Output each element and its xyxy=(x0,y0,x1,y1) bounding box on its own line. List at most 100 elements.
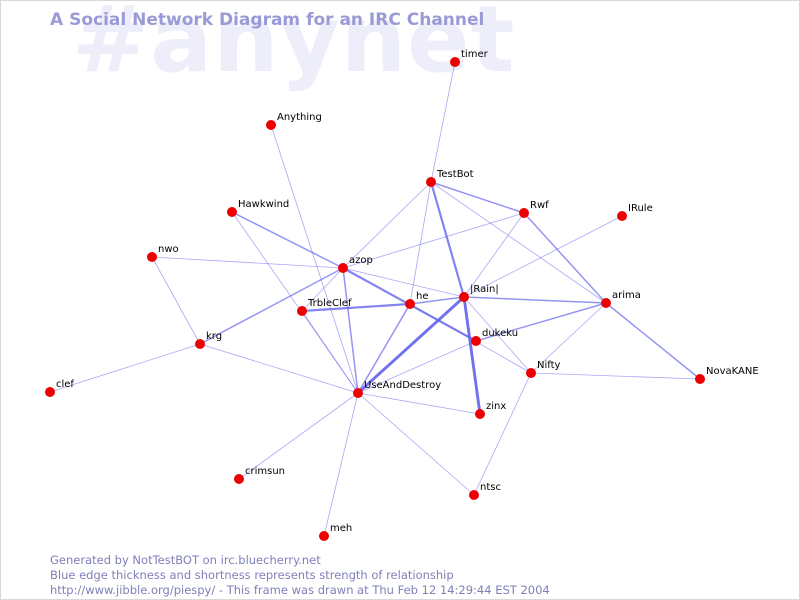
node-novakane[interactable]: NovaKANE xyxy=(695,366,759,384)
node-dot[interactable] xyxy=(297,306,307,316)
node-label: krg xyxy=(206,331,222,342)
node-krg[interactable]: krg xyxy=(195,331,222,349)
node-useanddestroy[interactable]: UseAndDestroy xyxy=(353,380,441,398)
node-dot[interactable] xyxy=(695,374,705,384)
edge-useanddestroy-zinx xyxy=(357,392,481,415)
edge-rwf-arima xyxy=(523,212,607,304)
node-dot[interactable] xyxy=(617,211,627,221)
edge-testbot-azop xyxy=(342,181,432,269)
edge-testbot-he xyxy=(409,181,432,305)
node-dot[interactable] xyxy=(227,207,237,217)
node-rwf[interactable]: Rwf xyxy=(519,200,549,218)
node-label: IRule xyxy=(628,203,653,214)
node-irule[interactable]: IRule xyxy=(617,203,653,221)
edge-testbot-rain xyxy=(429,181,466,298)
edge-testbot-rwf xyxy=(430,181,525,214)
edge-azop-krg xyxy=(199,267,344,345)
edge-azop-rain xyxy=(342,267,465,298)
node-azop[interactable]: azop xyxy=(338,255,373,273)
node-dot[interactable] xyxy=(526,368,536,378)
node-label: Hawkwind xyxy=(238,199,289,210)
node-label: TestBot xyxy=(436,169,474,180)
node-testbot[interactable]: TestBot xyxy=(426,169,474,187)
node-dot[interactable] xyxy=(469,490,479,500)
edge-useanddestroy-meh xyxy=(323,392,359,537)
edge-testbot-arima xyxy=(430,181,607,304)
edge-anything-useanddestroy xyxy=(270,124,359,394)
edge-layer xyxy=(49,61,701,537)
edge-trbleclef-useanddestroy xyxy=(301,310,359,394)
footer-legend: Blue edge thickness and shortness repres… xyxy=(50,568,454,582)
node-clef[interactable]: clef xyxy=(45,379,74,397)
node-dot[interactable] xyxy=(353,388,363,398)
node-dot[interactable] xyxy=(519,208,529,218)
edge-rain-he xyxy=(409,296,465,305)
node-dot[interactable] xyxy=(266,120,276,130)
node-label: Anything xyxy=(277,112,322,123)
node-anything[interactable]: Anything xyxy=(266,112,322,130)
node-dot[interactable] xyxy=(450,57,460,67)
edge-nifty-ntsc xyxy=(473,372,532,496)
node-hawkwind[interactable]: Hawkwind xyxy=(227,199,289,217)
node-nifty[interactable]: Nifty xyxy=(526,360,561,378)
node-dot[interactable] xyxy=(459,292,469,302)
edge-nwo-azop xyxy=(151,256,344,269)
edge-krg-clef xyxy=(49,343,201,393)
edge-arima-novakane xyxy=(605,302,701,380)
edge-he-nifty xyxy=(409,303,532,374)
node-dukeku[interactable]: dukeku xyxy=(471,328,518,346)
node-label: arima xyxy=(612,290,641,301)
node-label: |Rain| xyxy=(470,284,499,295)
node-dot[interactable] xyxy=(601,298,611,308)
node-dot[interactable] xyxy=(338,263,348,273)
edge-krg-useanddestroy xyxy=(199,343,359,394)
edge-timer-testbot xyxy=(430,61,456,183)
edge-irule-rain xyxy=(463,215,623,298)
node-arima[interactable]: arima xyxy=(601,290,641,308)
node-trbleclef[interactable]: TrbleClef xyxy=(297,298,352,316)
node-dot[interactable] xyxy=(45,387,55,397)
edge-arima-nifty xyxy=(530,302,607,374)
node-label: UseAndDestroy xyxy=(364,380,441,391)
node-ntsc[interactable]: ntsc xyxy=(469,482,501,500)
node-dot[interactable] xyxy=(475,409,485,419)
node-label: nwo xyxy=(158,244,179,255)
edge-rain-arima xyxy=(463,296,607,304)
node-label: dukeku xyxy=(482,328,518,339)
node-dot[interactable] xyxy=(147,252,157,262)
node-label: timer xyxy=(461,49,489,60)
edge-rain-zinx xyxy=(462,296,482,415)
node-he[interactable]: he xyxy=(405,291,429,309)
node-label: NovaKANE xyxy=(706,366,759,377)
node-dot[interactable] xyxy=(426,177,436,187)
edge-rwf-azop xyxy=(342,212,525,269)
node-dot[interactable] xyxy=(405,299,415,309)
node-label: meh xyxy=(330,523,352,534)
node-dot[interactable] xyxy=(471,336,481,346)
edge-dukeku-useanddestroy xyxy=(357,340,477,394)
node-dot[interactable] xyxy=(195,339,205,349)
node-rain[interactable]: |Rain| xyxy=(459,284,499,302)
node-nwo[interactable]: nwo xyxy=(147,244,179,262)
node-dot[interactable] xyxy=(234,474,244,484)
footer-link[interactable]: http://www.jibble.org/piespy/ - This fra… xyxy=(50,583,550,597)
edge-rwf-rain xyxy=(463,212,525,298)
node-zinx[interactable]: zinx xyxy=(475,401,506,419)
channel-watermark: #anynet xyxy=(72,0,516,93)
node-dot[interactable] xyxy=(319,531,329,541)
edge-he-trbleclef xyxy=(301,302,411,313)
footer-generated: Generated by NotTestBOT on irc.bluecherr… xyxy=(50,553,321,567)
edge-useanddestroy-crimsun xyxy=(238,392,359,480)
node-timer[interactable]: timer xyxy=(450,49,489,67)
edge-nifty-novakane xyxy=(530,372,701,380)
node-meh[interactable]: meh xyxy=(319,523,352,541)
node-crimsun[interactable]: crimsun xyxy=(234,466,285,484)
node-label: azop xyxy=(349,255,373,266)
edge-azop-trbleclef xyxy=(301,267,344,312)
node-label: clef xyxy=(56,379,74,390)
node-label: Rwf xyxy=(530,200,549,211)
node-label: ntsc xyxy=(480,482,501,493)
node-label: zinx xyxy=(486,401,506,412)
